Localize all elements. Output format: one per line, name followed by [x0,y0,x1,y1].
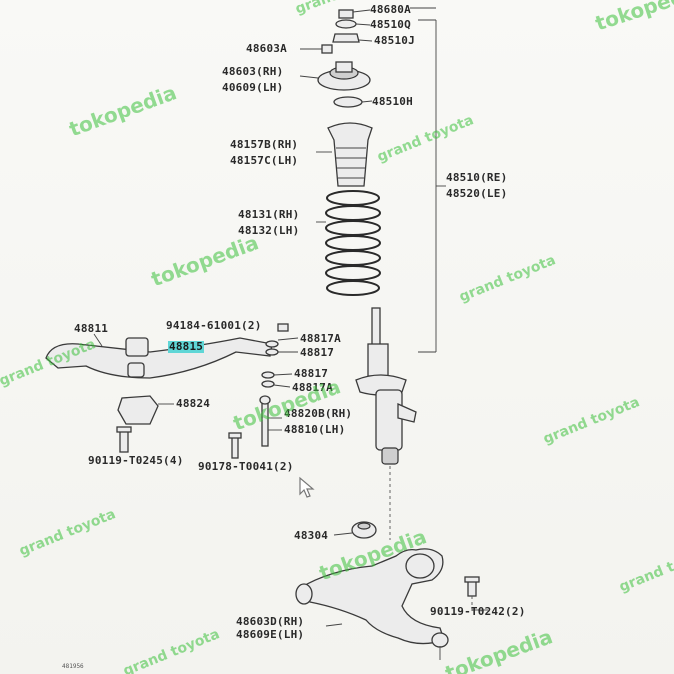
cushion-48817-lower [261,371,293,388]
label-48824: 48824 [176,397,211,410]
mouse-cursor-arrow-icon [299,476,315,498]
cushion-48817-upper [265,337,299,356]
bracket-48824 [117,395,174,425]
label-48132: 48132(LH) [238,224,300,237]
label-48603D: 48603D(RH) [236,615,305,628]
label-90178: 90178-T0041(2) [198,460,294,473]
bolt-90178 [228,432,242,459]
label-48817A-lower: 48817A [292,381,333,394]
label-90119-b: 90119-T0242(2) [430,605,526,618]
label-48811: 48811 [74,322,109,335]
nut-94184 [277,323,289,332]
bushing-48304 [333,521,377,539]
support-48603 [299,61,371,91]
label-48817A-upper: 48817A [300,332,341,345]
label-48609E: 48609E(LH) [236,628,305,641]
bushing-48815 [125,337,149,378]
bolt-90119-b [464,576,488,614]
shock-absorber [355,307,417,465]
label-48603A: 48603A [246,42,287,55]
label-48131: 48131(RH) [238,208,300,221]
nut-48603A [300,44,333,54]
label-48510Q: 48510Q [370,18,411,31]
assembly-bracket [410,7,446,353]
lower-arm [295,548,449,660]
washer-48510Q [335,19,371,29]
label-48520LE: 48520(LE) [446,187,508,200]
label-48157B: 48157B(RH) [230,138,299,151]
label-481956: 481956 [62,663,84,670]
stabilizer-bar-48811 [45,333,273,379]
bump-boot-48157 [316,122,373,187]
label-48157C: 48157C(LH) [230,154,299,167]
label-48817-lower: 48817 [294,367,329,380]
bolt-90119-a [116,426,132,453]
label-48817-upper: 48817 [300,346,335,359]
coil-spring-48131 [316,190,381,296]
label-48510RE: 48510(RE) [446,171,508,184]
label-90119-a: 90119-T0245(4) [88,454,184,467]
label-48810: 48810(LH) [284,423,346,436]
label-48820B: 48820B(RH) [284,407,353,420]
label-48603RH: 48603(RH) [222,65,284,78]
label-94184: 94184-61001(2) [166,319,262,332]
bearing-48510H [333,96,373,108]
label-48510H: 48510H [372,95,413,108]
link-48820B [259,395,282,447]
label-48304: 48304 [294,529,329,542]
label-48815: 48815 [168,340,205,353]
top-nut-48680A [338,9,371,19]
label-48680A: 48680A [370,3,411,16]
label-48510J: 48510J [374,34,415,47]
label-40609LH: 40609(LH) [222,81,284,94]
cap-48510J [332,33,373,43]
